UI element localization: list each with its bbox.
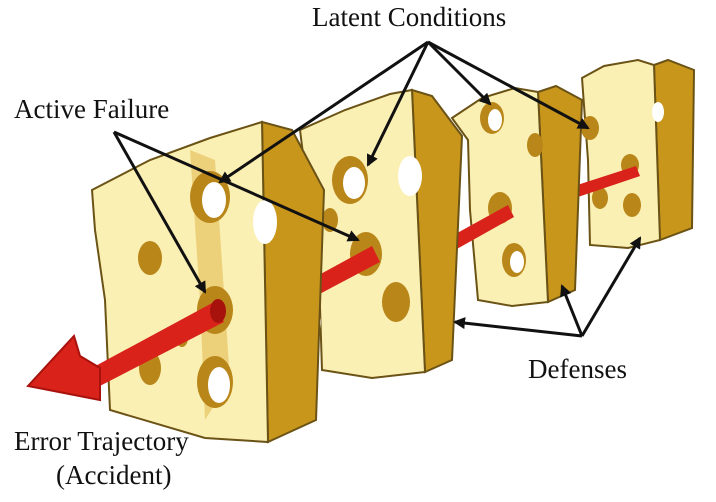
accident-label: (Accident) — [56, 460, 171, 490]
error-trajectory-segment — [450, 205, 514, 250]
active-failure-label: Active Failure — [14, 94, 169, 124]
slice-3-hole — [510, 251, 524, 273]
defenses-label: Defenses — [528, 354, 627, 384]
defenses-pointer-2 — [560, 284, 584, 337]
latent-pointer-2 — [366, 41, 430, 167]
slice-4-face — [580, 58, 662, 250]
active-pointer-2 — [113, 130, 360, 242]
active-pointer-1 — [112, 131, 207, 294]
slice-2-hole — [382, 282, 410, 322]
slice-4-hole — [592, 187, 608, 209]
active-failure-pointers — [112, 130, 360, 294]
error-trajectory-label: Error Trajectory — [14, 426, 189, 456]
latent-pointer-1 — [218, 40, 429, 184]
slice-3-hole — [460, 246, 472, 270]
latent-pointer-3 — [426, 40, 492, 106]
defenses-pointers — [453, 236, 642, 338]
cheese-slice-2 — [298, 88, 464, 380]
latent-conditions-pointers — [218, 40, 590, 184]
slice-1-hole — [253, 200, 277, 244]
defenses-pointer-3 — [580, 236, 642, 337]
slice-2-hole — [343, 167, 365, 199]
cheese-slice-1 — [90, 120, 326, 444]
slice-1-hole — [138, 241, 162, 275]
slice-2-hole — [398, 156, 422, 196]
error-trajectory-arrow — [26, 299, 226, 402]
latent-pointer-4 — [427, 40, 590, 130]
slice-3-hole — [527, 133, 543, 157]
error-trajectory-segment — [306, 246, 380, 298]
slice-3-hole — [488, 109, 502, 131]
slice-4-hole — [581, 116, 599, 140]
cheese-slice-3 — [450, 84, 584, 308]
cheese-slice-4 — [580, 58, 696, 250]
slice-1-face — [90, 120, 270, 444]
slice-4-hole — [623, 193, 641, 217]
error-trajectory-segment — [568, 166, 640, 199]
defenses-pointer-1 — [453, 317, 583, 338]
latent-conditions-label: Latent Conditions — [312, 2, 506, 32]
slice-4-hole — [652, 102, 664, 122]
arrow-entry-hole — [210, 299, 226, 323]
slice-1-hole — [202, 182, 226, 218]
error-trajectory-arrowhead — [26, 334, 101, 402]
slice-1-hole — [208, 367, 230, 403]
error-trajectory-shaft — [88, 302, 224, 388]
